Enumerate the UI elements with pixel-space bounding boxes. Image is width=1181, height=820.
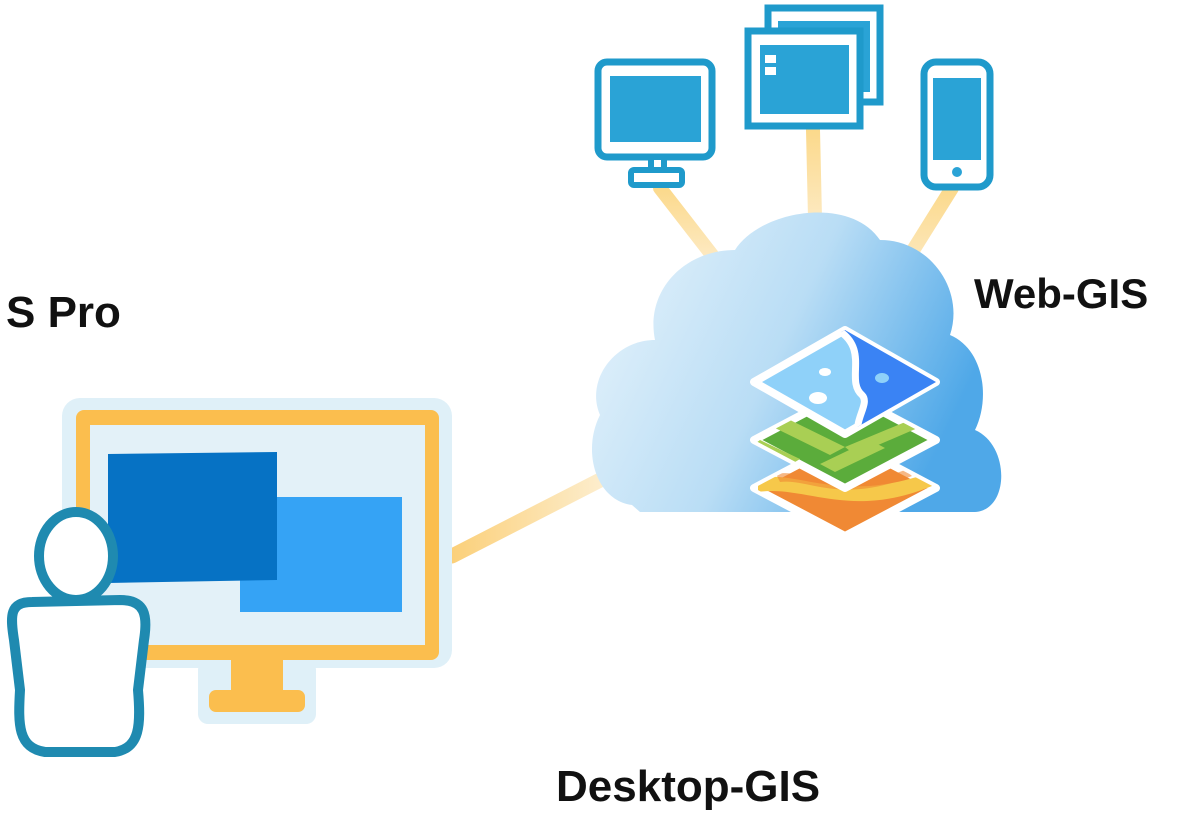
browser-windows-icon: [744, 4, 884, 130]
connector-monitor: [653, 181, 719, 262]
connector-desktop: [444, 466, 620, 564]
desktop-workstation-icon: [62, 398, 452, 724]
desktop-monitor-icon: [594, 58, 716, 188]
web-gis-label: Web-GIS: [974, 270, 1149, 317]
layer-green: [750, 388, 940, 492]
connector-lines: [444, 123, 959, 564]
desktop-gis-label: Desktop-GIS: [556, 762, 821, 811]
connector-browser: [806, 123, 822, 225]
map-layers-icon: [750, 326, 940, 540]
smartphone-icon: [920, 58, 994, 191]
window-dark: [108, 452, 277, 583]
user-icon: [7, 507, 151, 757]
pro-label: S Pro: [6, 288, 121, 337]
